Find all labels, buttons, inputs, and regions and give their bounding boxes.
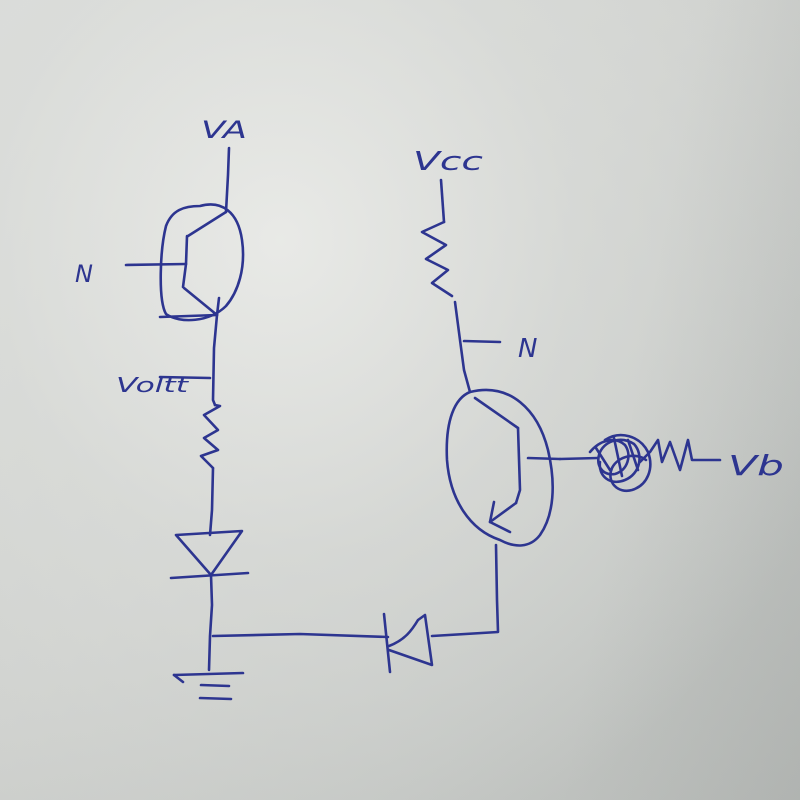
transistor-q2-base-lead [526,456,562,461]
transistor-q2-base-bar [514,426,522,505]
right-n-tap-line [462,339,502,344]
transistor-q1-base-bar [181,234,189,289]
diode-d2-bar [382,612,392,674]
label-right-n: N [518,334,537,364]
transistor-q1-emitter [182,286,219,317]
label-voltt: Voltt [116,373,190,397]
resistor-r2 [420,220,454,298]
diode-d1-bar [169,571,250,580]
label-left-n: N [75,260,93,288]
ground-symbol [172,671,245,701]
resistor-r3-scribbled [588,433,722,493]
transistor-q1 [124,203,245,322]
va-lead-wire [224,146,231,214]
resistor-r1 [199,403,222,470]
wire-q1-to-r1 [211,313,219,407]
transistor-q2-emitter [488,501,518,524]
diode-d2-triangle [387,613,434,667]
transistor-q1-emitter-arrow [158,296,221,319]
voltt-tap-line [158,375,212,380]
wire-r1-to-d1 [208,466,215,537]
diode-d2 [382,612,434,674]
wire-d1-to-ground [207,573,214,672]
label-vb: Vb [728,449,784,482]
diode-d1-triangle [174,529,244,577]
transistor-q2-emitter-arrow [488,500,512,534]
transistor-q1-collector [186,210,228,238]
wire-r2-to-q2 [453,300,472,394]
transistor-q1-base-lead [124,262,188,267]
transistor-q2-collector [473,396,520,430]
wire-ground-to-d2 [211,632,390,639]
transistor-q2 [445,388,562,547]
vcc-lead-wire [439,178,446,224]
transistor-q1-envelope [159,203,245,322]
label-va: VA [201,116,247,144]
label-vcc: Vcc [413,147,483,177]
diode-d1 [169,529,250,580]
wire-q2-base-to-r3 [558,456,600,461]
transistor-q2-envelope [445,388,554,547]
wire-d2-to-q2 [430,543,500,638]
